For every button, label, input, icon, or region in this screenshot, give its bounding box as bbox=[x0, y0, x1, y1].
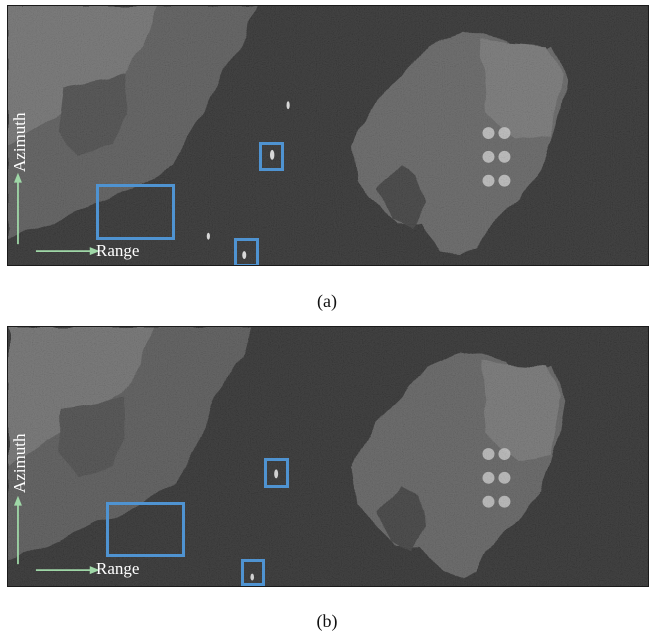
highlight-box-ship-top bbox=[259, 142, 284, 171]
sar-image-b bbox=[8, 327, 648, 586]
highlight-box-ship-bottom bbox=[234, 238, 259, 265]
azimuth-axis-label: Azimuth bbox=[10, 433, 29, 494]
range-axis-label: Range bbox=[96, 559, 140, 578]
sar-panel-a: Azimuth Range bbox=[7, 5, 649, 266]
highlight-box-ship-bottom bbox=[241, 559, 265, 586]
azimuth-axis-label: Azimuth bbox=[10, 112, 29, 173]
panel-caption-b: (b) bbox=[316, 611, 338, 631]
panel-caption-a: (a) bbox=[317, 291, 337, 311]
highlight-box-region-left bbox=[106, 502, 185, 557]
highlight-box-region-left bbox=[96, 184, 175, 240]
highlight-box-ship-top bbox=[264, 458, 289, 488]
range-axis-label: Range bbox=[96, 241, 140, 260]
sar-panel-b: Azimuth Range bbox=[7, 326, 649, 587]
sar-image-a bbox=[8, 6, 648, 265]
